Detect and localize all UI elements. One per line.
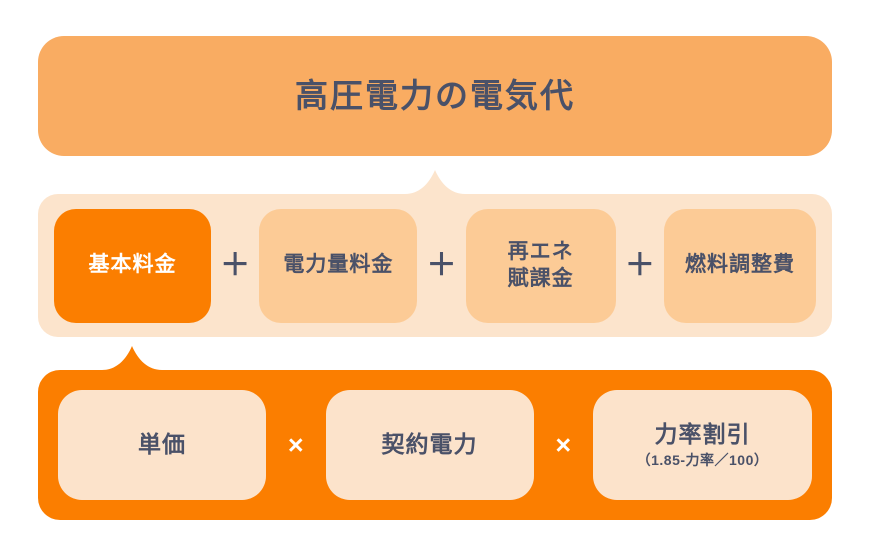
basic-charge-formula-panel: 単価 × 契約電力 × 力率割引 （1.85-力率／100） xyxy=(38,370,832,520)
operator-times-2: × xyxy=(555,429,572,460)
formula-label-contract-power: 契約電力 xyxy=(381,431,478,458)
component-box-fuel-adjustment[interactable]: 燃料調整費 xyxy=(663,208,816,323)
cost-components-panel: 基本料金 ＋ 電力量料金 ＋ 再エネ 賦課金 ＋ 燃料調整費 xyxy=(38,194,832,337)
component-box-renewable-levy[interactable]: 再エネ 賦課金 xyxy=(465,208,616,323)
formula-label-unit-price: 単価 xyxy=(138,431,186,458)
operator-plus-2: ＋ xyxy=(426,248,457,282)
diagram-title-banner: 高圧電力の電気代 xyxy=(38,36,832,156)
component-label-fuel-adjustment: 燃料調整費 xyxy=(684,253,795,277)
component-label-renewable-levy-line2: 賦課金 xyxy=(507,266,574,290)
operator-times-1: × xyxy=(287,429,304,460)
component-label-renewable-levy: 再エネ 賦課金 xyxy=(508,239,574,293)
connector-notch-lower xyxy=(102,346,162,370)
operator-plus-1: ＋ xyxy=(220,248,251,282)
operator-plus-3: ＋ xyxy=(624,248,655,282)
connector-notch-upper xyxy=(405,170,465,194)
formula-box-power-factor-discount[interactable]: 力率割引 （1.85-力率／100） xyxy=(593,390,812,500)
component-box-energy-charge[interactable]: 電力量料金 xyxy=(259,208,418,323)
formula-label-power-factor-discount: 力率割引 xyxy=(654,421,751,448)
component-label-energy-charge: 電力量料金 xyxy=(283,253,394,277)
component-box-basic-charge[interactable]: 基本料金 xyxy=(54,208,211,323)
formula-box-contract-power[interactable]: 契約電力 xyxy=(325,390,534,500)
formula-box-unit-price[interactable]: 単価 xyxy=(58,390,266,500)
formula-sublabel-power-factor-discount: （1.85-力率／100） xyxy=(636,451,769,468)
component-label-renewable-levy-line1: 再エネ xyxy=(507,239,574,263)
diagram-title-text: 高圧電力の電気代 xyxy=(295,76,575,114)
component-label-basic-charge: 基本料金 xyxy=(88,253,177,277)
